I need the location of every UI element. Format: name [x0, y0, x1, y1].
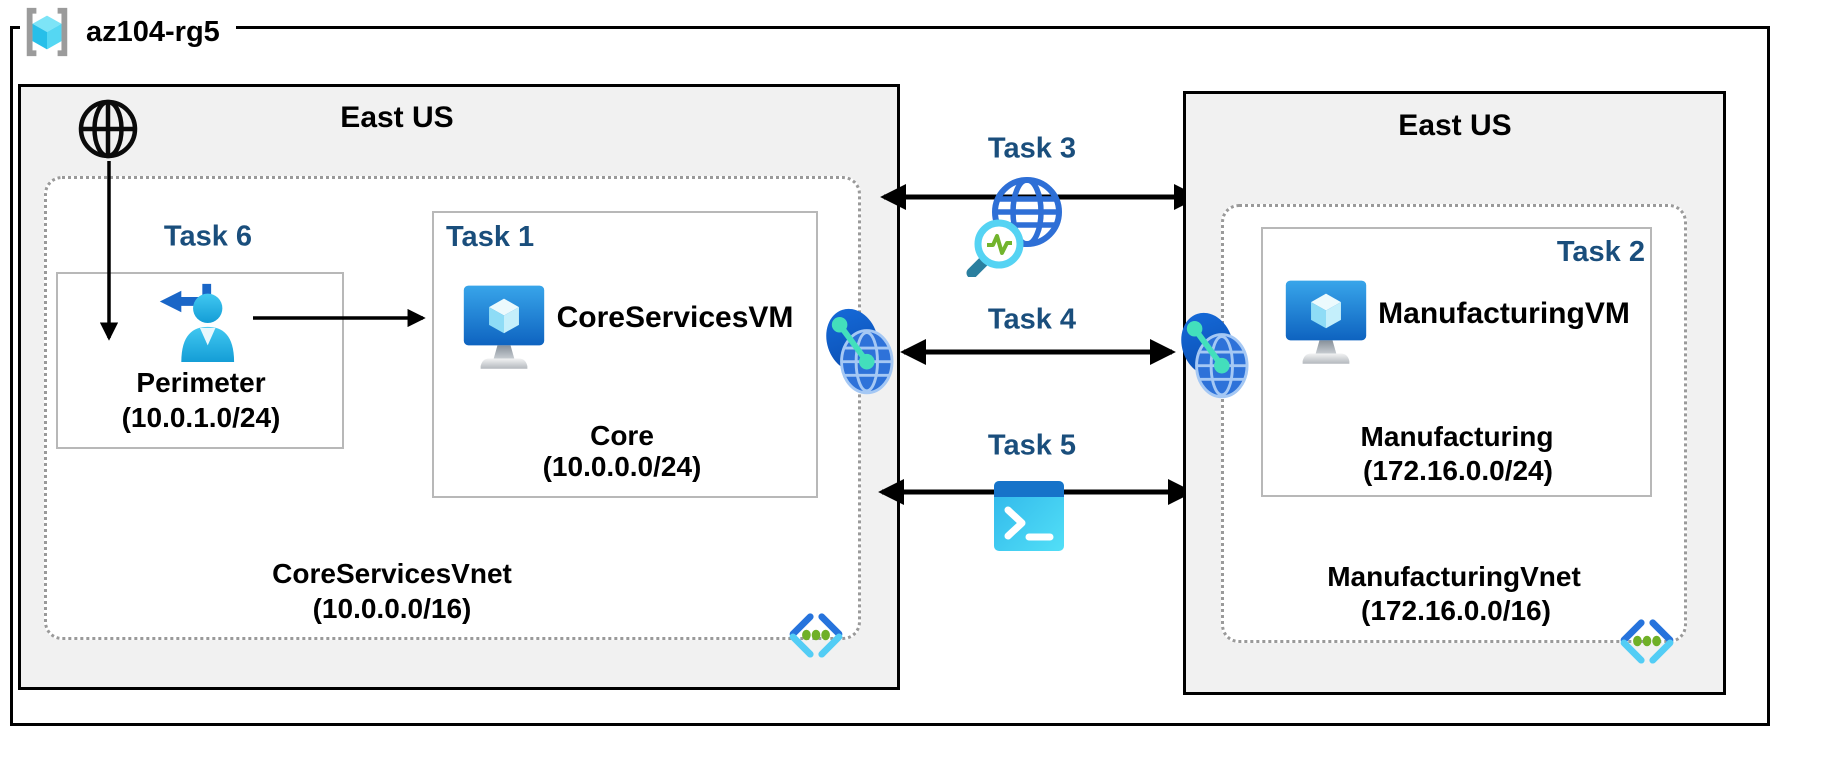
virtual-network-icon	[785, 611, 847, 659]
core-subnet-name: Core	[590, 420, 654, 451]
task6-label: Task 6	[163, 220, 253, 253]
manufacturing-vnet-cidr: (172.16.0.0/16)	[1361, 595, 1551, 626]
core-vm-name: CoreServicesVM	[556, 301, 794, 334]
core-vnet-name: CoreServicesVnet	[272, 558, 512, 589]
task1-label: Task 1	[446, 221, 535, 253]
task4-label: Task 4	[987, 303, 1077, 336]
region-label-left: East US	[340, 101, 454, 134]
vnet-peering-icon-right	[1181, 311, 1249, 399]
manufacturing-subnet-cidr: (172.16.0.0/24)	[1363, 455, 1553, 486]
resource-group-name: az104-rg5	[86, 15, 220, 48]
resource-group-icon	[20, 5, 74, 59]
manufacturing-vm-name: ManufacturingVM	[1378, 297, 1630, 330]
task2-label: Task 2	[1556, 236, 1645, 268]
task5-label: Task 5	[987, 429, 1077, 462]
manufacturing-vnet-name: ManufacturingVnet	[1327, 561, 1581, 592]
resource-group-label: az104-rg5	[20, 4, 236, 60]
virtual-network-icon-right	[1616, 617, 1678, 665]
perimeter-cidr: (10.0.1.0/24)	[121, 402, 281, 433]
resource-group-border	[10, 26, 1770, 726]
user-access-icon	[152, 278, 238, 364]
manufacturing-subnet-name: Manufacturing	[1360, 421, 1554, 452]
network-watcher-icon	[963, 172, 1068, 277]
core-subnet-cidr: (10.0.0.0/24)	[542, 451, 702, 482]
core-vnet-cidr: (10.0.0.0/16)	[312, 593, 472, 624]
region-label-right: East US	[1398, 109, 1512, 142]
internet-icon	[76, 97, 140, 161]
task3-label: Task 3	[987, 132, 1077, 165]
vnet-peering-icon	[826, 307, 894, 395]
virtual-machine-icon	[461, 282, 547, 377]
perimeter-name: Perimeter	[136, 367, 266, 398]
virtual-machine-icon-right	[1283, 277, 1369, 372]
cloud-shell-icon	[992, 479, 1066, 553]
